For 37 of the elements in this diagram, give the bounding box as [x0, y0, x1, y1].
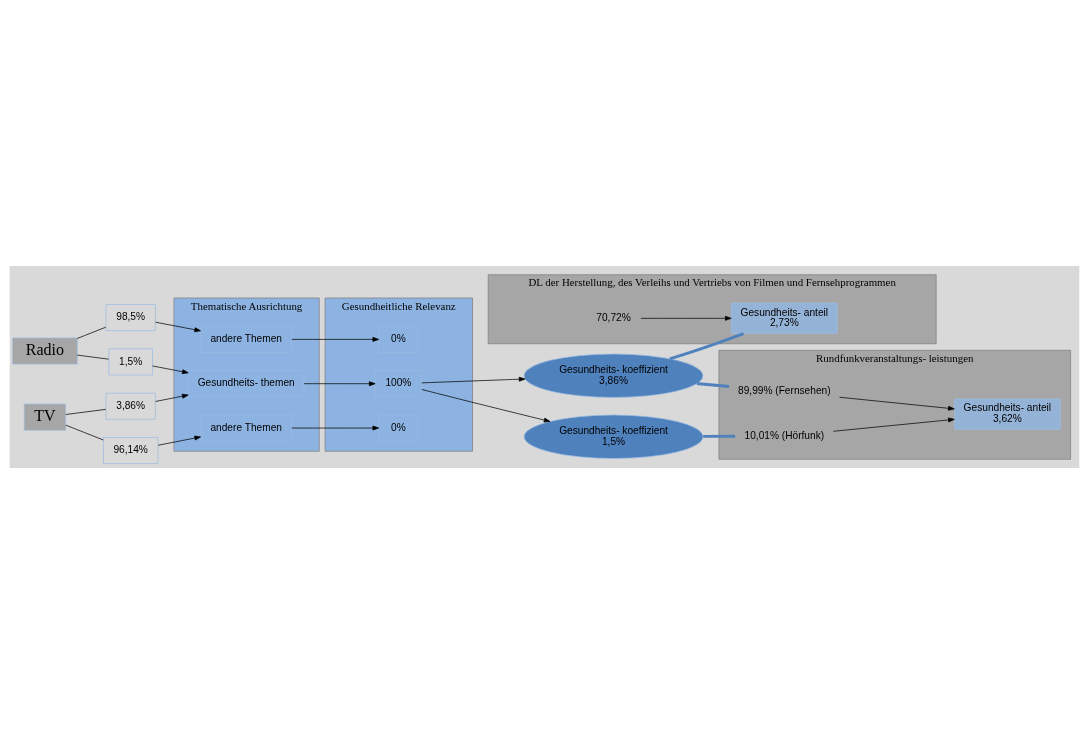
connector	[65, 408, 107, 415]
node-box: andere Themen	[200, 325, 292, 353]
connector	[76, 326, 107, 339]
connector	[696, 381, 730, 388]
arrow	[155, 321, 201, 332]
connector	[65, 424, 104, 440]
arrow	[291, 425, 380, 430]
node-box: 96,14%	[103, 436, 159, 464]
node-text: 10,01% (Hörfunk)	[744, 429, 825, 441]
node-box: 3,86%	[105, 392, 156, 420]
arrow	[839, 396, 955, 411]
node-box: 100%	[374, 369, 423, 397]
arrow	[152, 365, 189, 374]
node-box: 98,5%	[105, 303, 156, 331]
arrow	[291, 336, 380, 342]
arrow	[421, 388, 551, 422]
node-ellipse: Gesundheits- koeffizient 3,86%	[523, 353, 704, 398]
arrow	[640, 315, 732, 321]
node-box: Gesundheits- anteil 2,73%	[730, 302, 838, 334]
arrow	[157, 435, 201, 446]
node-box: 1,5%	[108, 347, 153, 375]
arrow	[833, 417, 955, 432]
connector	[703, 434, 736, 438]
node-box: Radio	[12, 337, 78, 364]
node-box: 0%	[378, 325, 419, 353]
arrow	[303, 380, 376, 386]
connector	[669, 331, 745, 360]
node-box: Gesundheits- themen	[188, 369, 305, 397]
node-box: andere Themen	[200, 414, 292, 441]
arrow	[155, 393, 189, 402]
node-text: 89,99% (Fernsehen)	[738, 384, 831, 396]
node-box: Gesundheits- anteil 3,62%	[953, 398, 1061, 430]
connector	[76, 354, 109, 360]
node-box: 0%	[378, 414, 419, 441]
node-text: 70,72%	[596, 311, 631, 323]
node-box: TV	[23, 403, 66, 431]
arrow	[421, 376, 526, 383]
